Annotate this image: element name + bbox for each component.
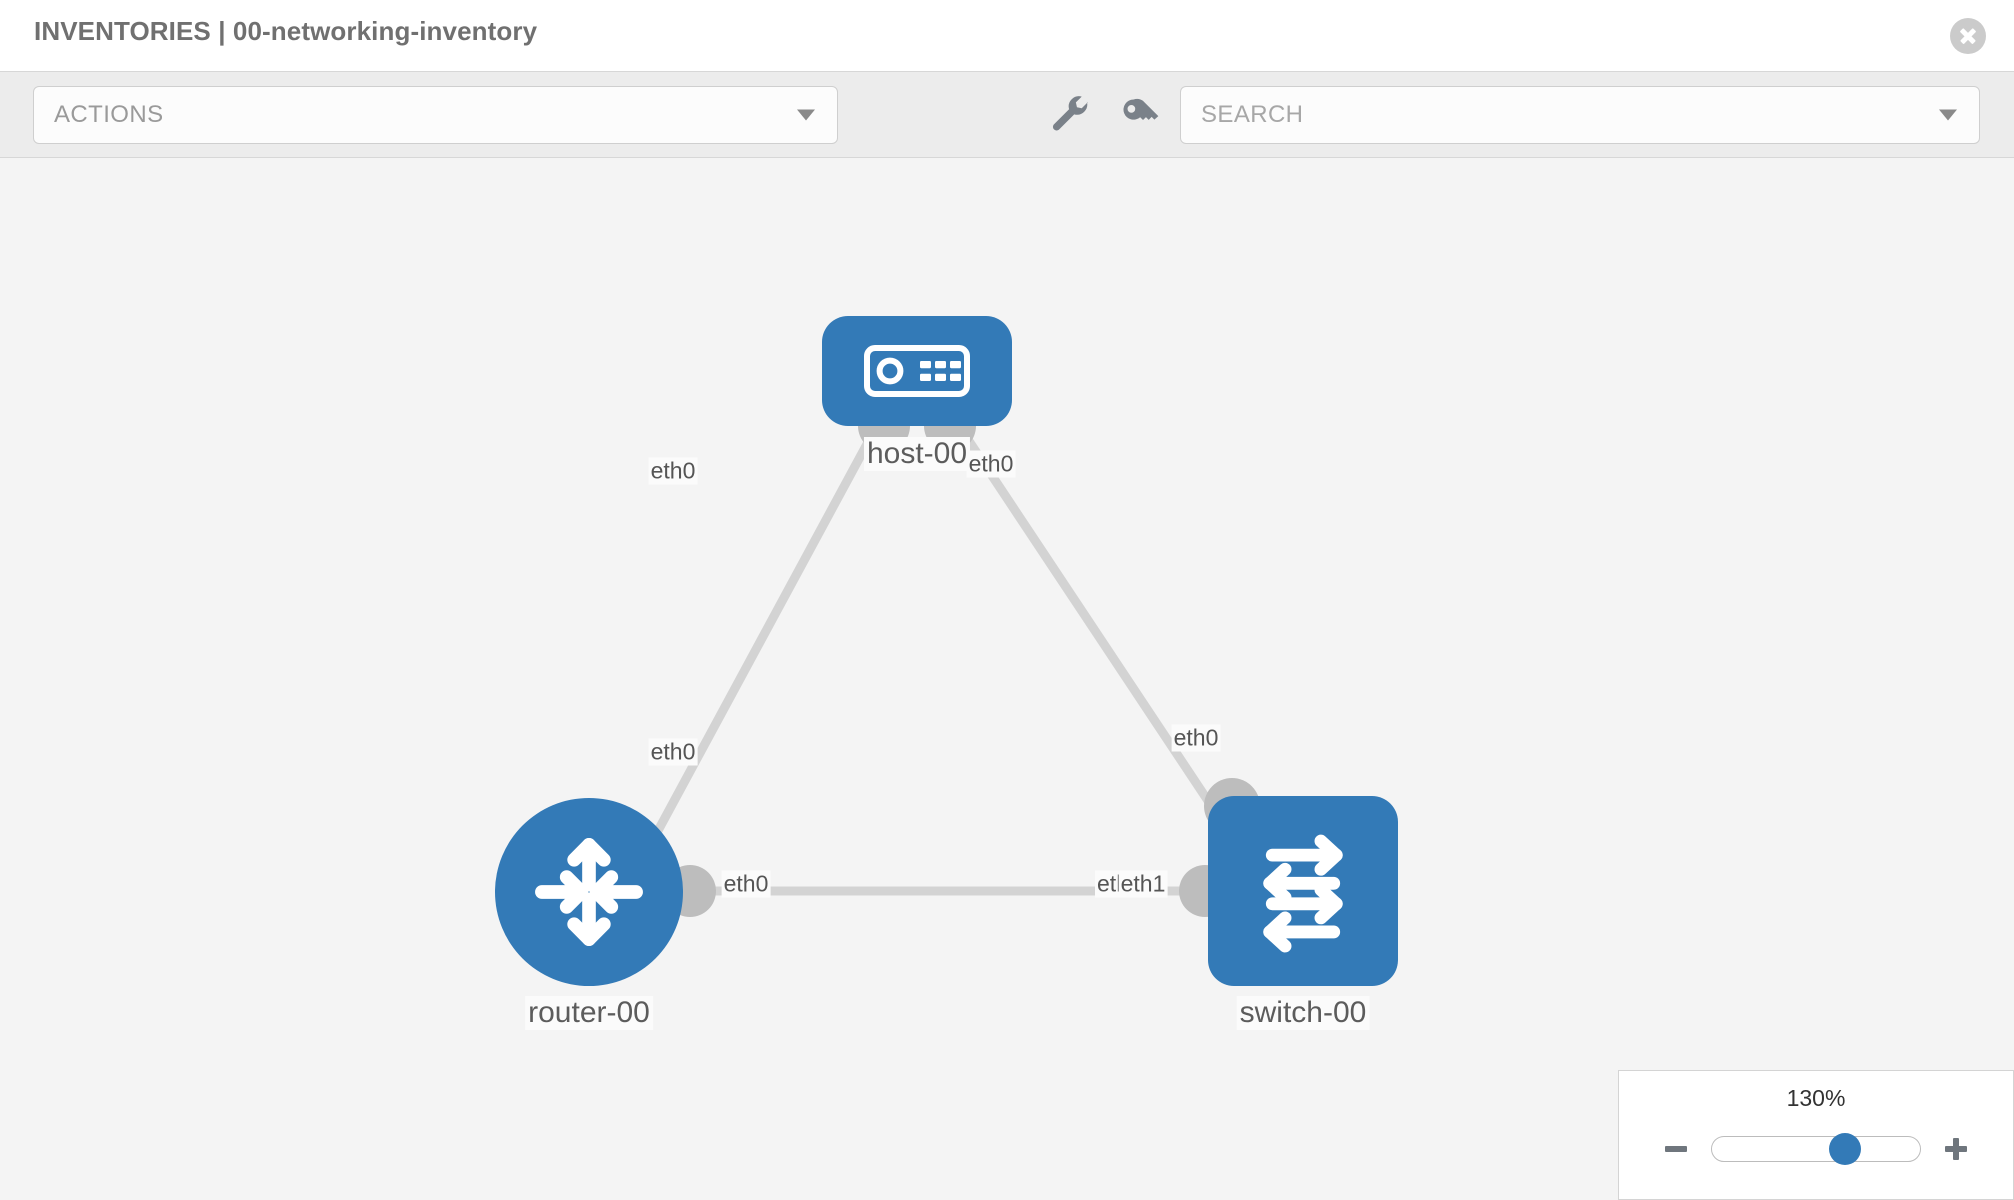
edge-label-switch-uplink: eth0 <box>1171 724 1221 752</box>
zoom-slider-thumb[interactable] <box>1829 1133 1862 1165</box>
link-host-switch <box>951 417 1254 867</box>
toolbar: ACTIONS SEARCH <box>0 72 2014 158</box>
actions-dropdown[interactable]: ACTIONS <box>33 86 838 144</box>
node-label-router-00: router-00 <box>525 996 653 1030</box>
server-icon <box>864 345 970 397</box>
topology-node-router-00[interactable] <box>495 798 683 986</box>
node-label-host-00: host-00 <box>863 437 971 471</box>
actions-dropdown-label: ACTIONS <box>54 101 164 128</box>
edge-label-router-eth0: eth0 <box>721 870 771 898</box>
key-icon[interactable] <box>1118 94 1162 138</box>
zoom-slider[interactable] <box>1711 1133 1921 1165</box>
topology-node-host-00[interactable] <box>822 316 1012 426</box>
close-icon[interactable] <box>1950 18 1986 54</box>
plus-icon[interactable] <box>1939 1132 1973 1166</box>
edge-label-host-left: eth0 <box>648 457 698 485</box>
minus-icon[interactable] <box>1659 1132 1693 1166</box>
switch-arrows-icon <box>1263 834 1343 953</box>
topology-canvas[interactable]: host-00 router-00 switch-00 eth0 eth0 et… <box>0 158 2014 1200</box>
chevron-down-icon <box>797 109 815 121</box>
link-router-host <box>636 417 884 867</box>
zoom-level-value: 130% <box>1786 1085 1846 1111</box>
wrench-icon[interactable] <box>1048 94 1092 138</box>
zoom-control-row <box>1619 1127 2013 1171</box>
search-placeholder: SEARCH <box>1201 101 1304 128</box>
node-label-switch-00: switch-00 <box>1236 996 1370 1030</box>
edge-label-host-right: eth0 <box>966 450 1016 478</box>
chevron-down-icon[interactable] <box>1939 109 1957 121</box>
page-header: INVENTORIES | 00-networking-inventory <box>0 0 2014 72</box>
topology-links <box>636 400 1260 917</box>
search-input[interactable]: SEARCH <box>1180 86 1980 144</box>
topology-node-switch-00[interactable] <box>1208 796 1398 986</box>
link-group <box>636 417 1254 896</box>
zoom-control-panel: 130% <box>1618 1070 2014 1200</box>
edge-label-switch-eth1: eth1 <box>1118 870 1168 898</box>
page-title: INVENTORIES | 00-networking-inventory <box>34 16 538 46</box>
router-arrows-icon <box>535 838 643 946</box>
edge-label-router-uplink: eth0 <box>648 738 698 766</box>
